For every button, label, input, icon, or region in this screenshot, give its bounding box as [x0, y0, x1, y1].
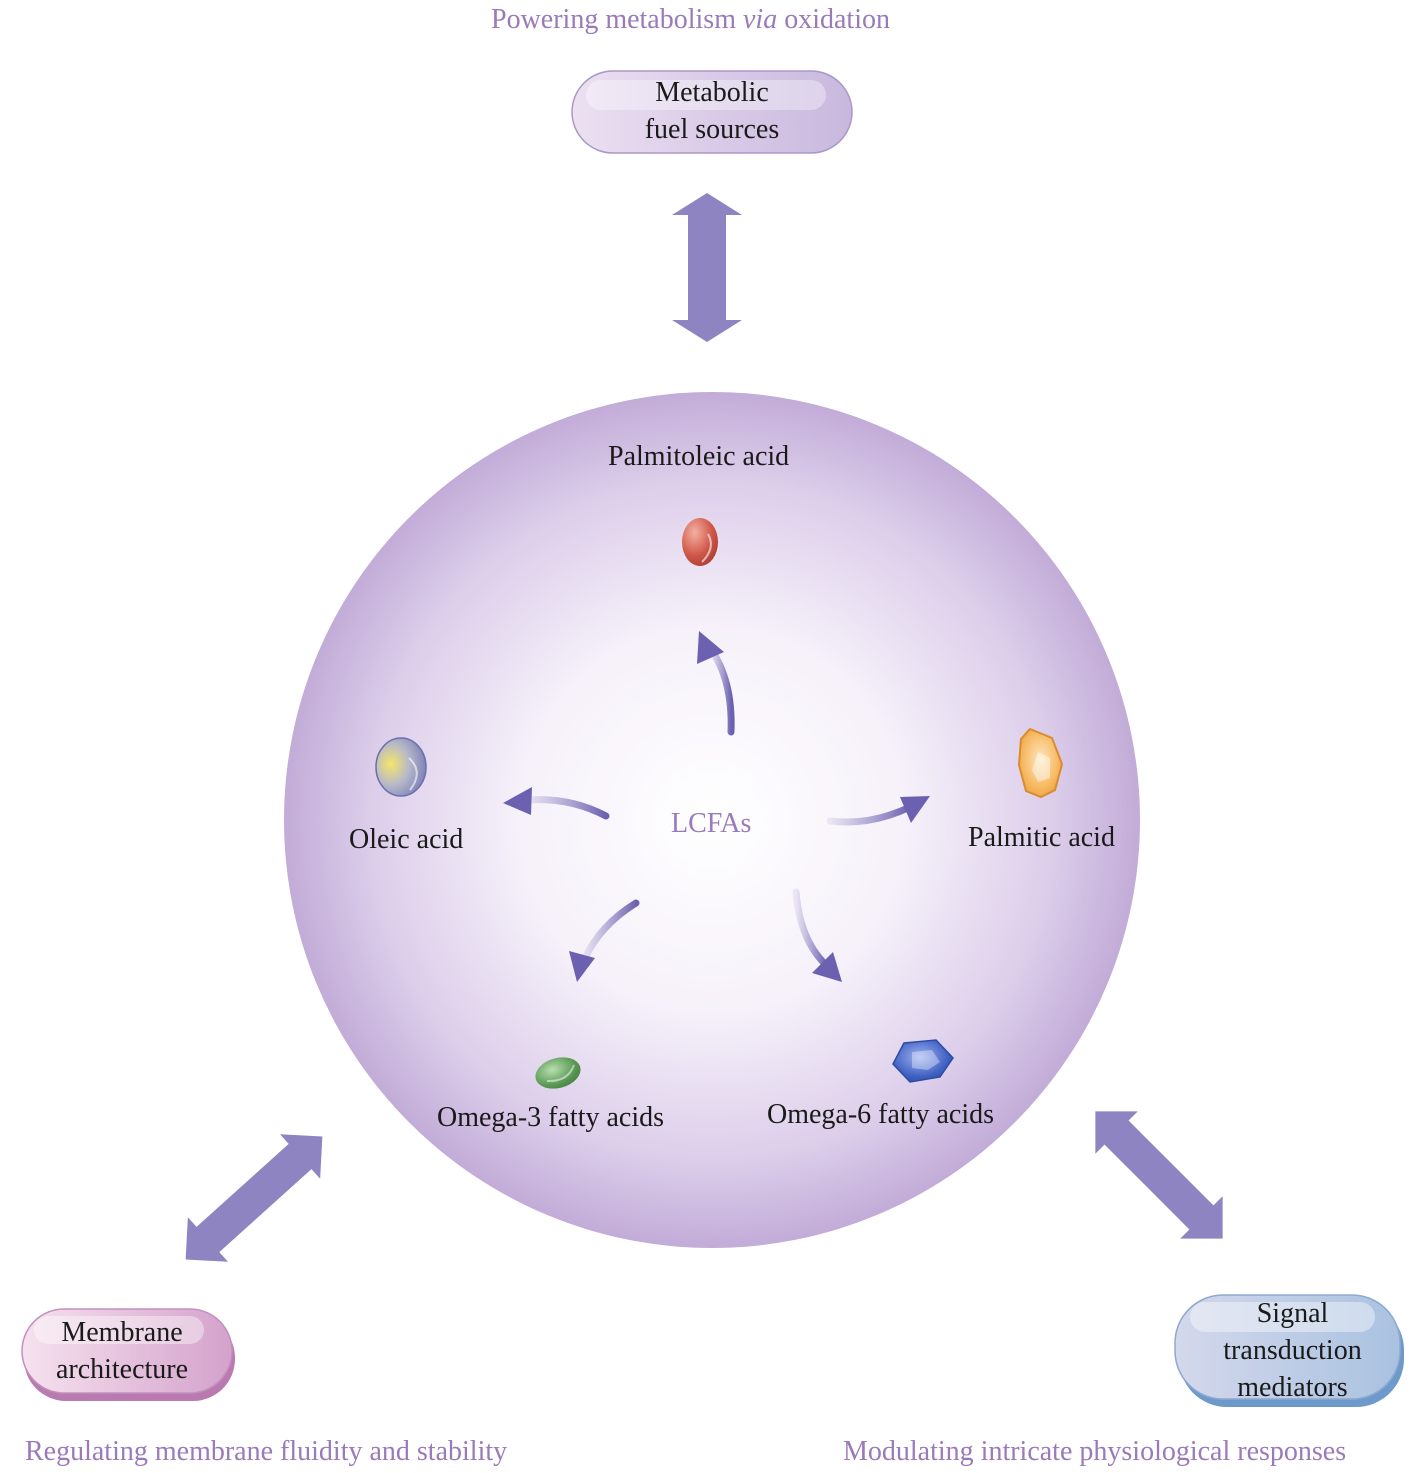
- curve-arrow-palmitoleic: [697, 631, 735, 736]
- caption-top: Powering metabolism via oxidation: [491, 4, 890, 35]
- omega-3-label: Omega-3 fatty acids: [437, 1102, 665, 1133]
- oleic-acid-label: Oleic acid: [349, 824, 464, 855]
- omega-6-icon: [892, 1039, 954, 1083]
- palmitic-acid-icon: [1017, 727, 1064, 799]
- palmitoleic-acid-label: Palmitoleic acid: [608, 441, 790, 472]
- palmitoleic-acid-icon: [682, 518, 718, 566]
- double-arrow-top: [672, 193, 742, 342]
- membrane-architecture-box: [21, 1308, 235, 1401]
- curve-arrow-oleic: [503, 787, 610, 820]
- omega-3-icon: [535, 1057, 581, 1089]
- caption-bottom-right: Modulating intricate physiological respo…: [843, 1436, 1347, 1467]
- signal-transduction-box: [1174, 1294, 1404, 1407]
- metabolic-fuel-label: Metabolic fuel sources: [644, 77, 780, 145]
- oleic-acid-icon: [375, 737, 427, 797]
- signal-transduction-label: Signal transduction mediators: [1223, 1298, 1362, 1403]
- curve-arrow-omega3: [569, 899, 640, 982]
- curve-arrow-palmitic: [826, 796, 930, 826]
- lcfas-label: LCFAs: [671, 808, 752, 839]
- membrane-architecture-label: Membrane architecture: [55, 1317, 189, 1385]
- omega-6-label: Omega-6 fatty acids: [767, 1099, 995, 1130]
- double-arrow-right: [1095, 1111, 1223, 1239]
- metabolic-fuel-box: [571, 70, 853, 154]
- palmitic-acid-label: Palmitic acid: [968, 822, 1115, 853]
- double-arrow-left: [185, 1134, 323, 1262]
- caption-bottom-left: Regulating membrane fluidity and stabili…: [25, 1436, 508, 1467]
- lcfa-sphere: [284, 392, 1140, 1248]
- curve-arrow-omega6: [792, 888, 842, 982]
